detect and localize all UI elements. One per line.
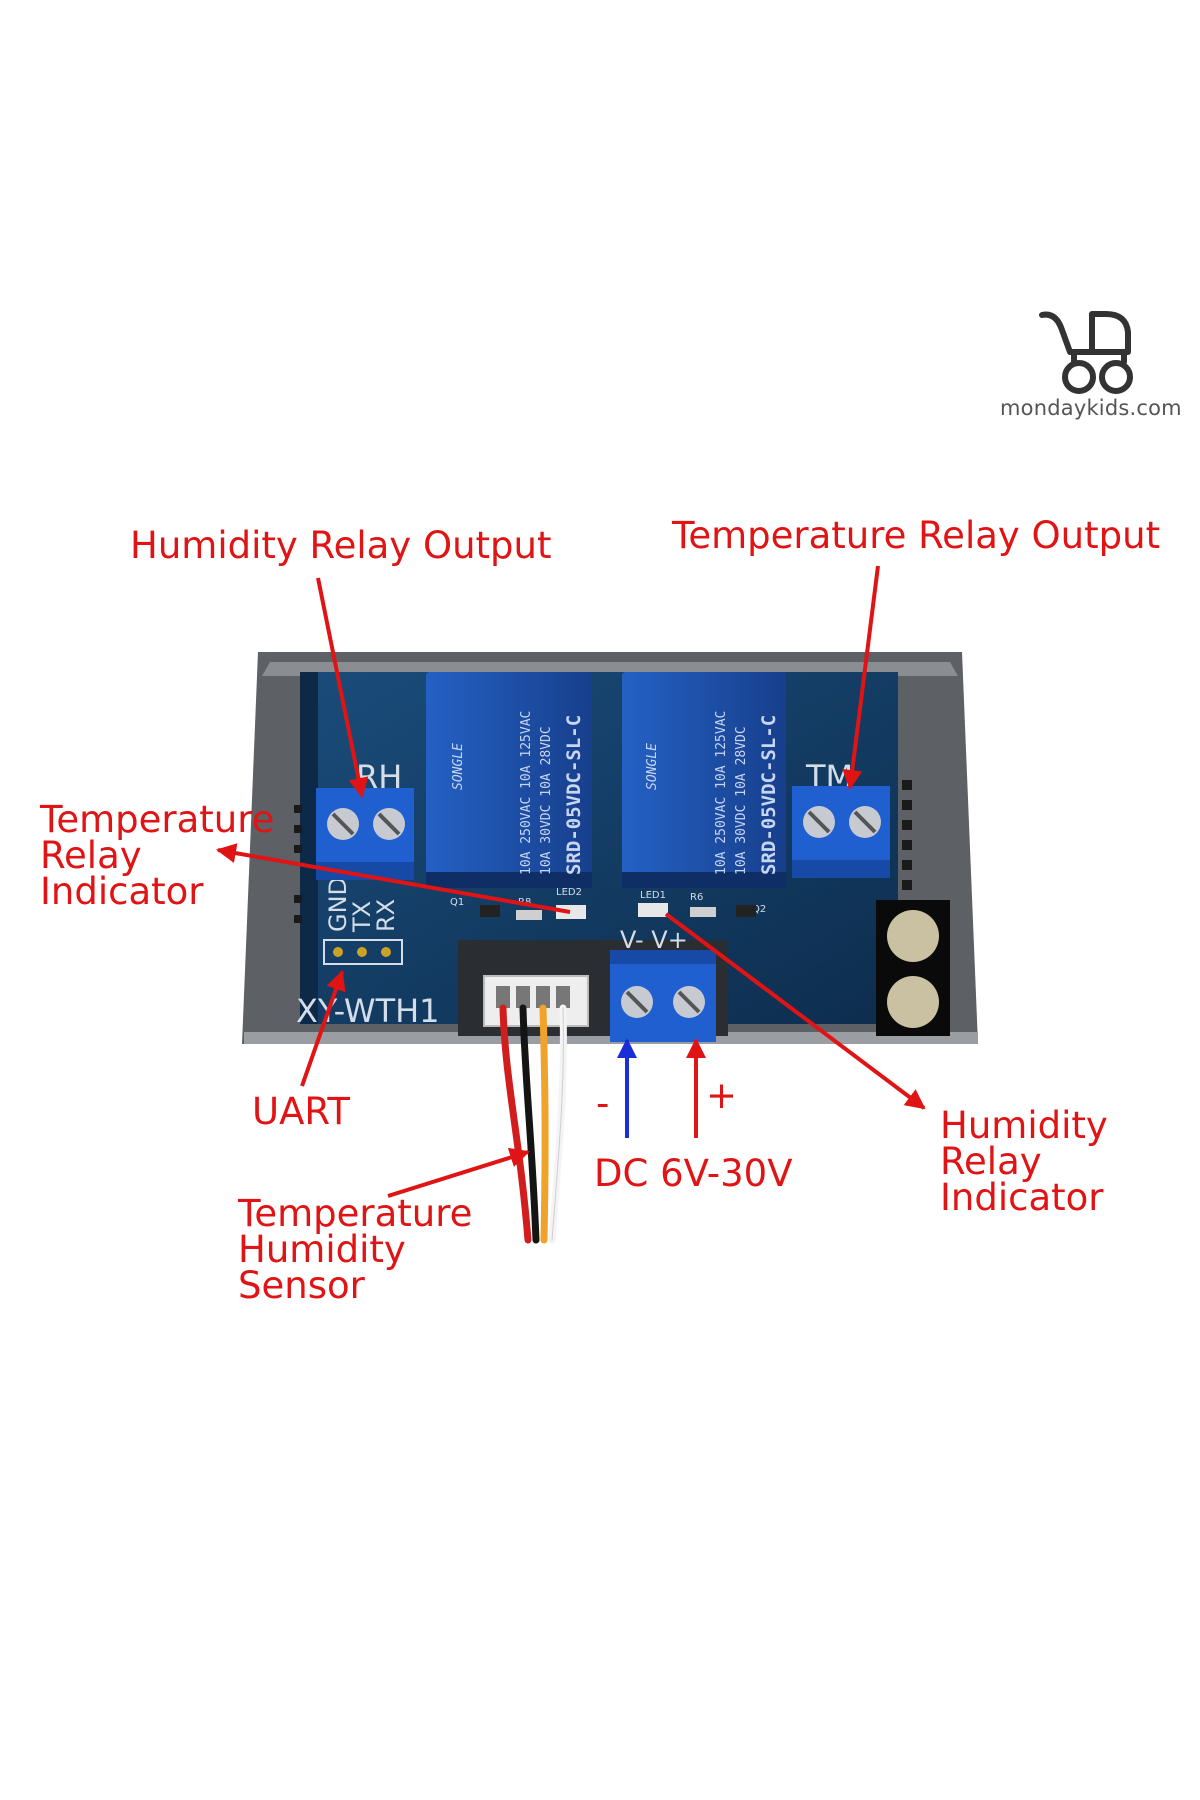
- label-temperature-relay-indicator-line-3: Indicator: [40, 870, 204, 913]
- relay-right: [622, 672, 786, 888]
- arrow-temperature-humidity-sensor: [387, 1147, 530, 1198]
- rh-terminal-block: [316, 788, 414, 880]
- label-sensor-line-3: Sensor: [238, 1264, 365, 1307]
- board-model-label: XY-WTH1: [296, 992, 440, 1030]
- label-humidity-relay-indicator-line-2: Relay: [940, 1140, 1042, 1183]
- component-led1: LED1: [640, 890, 666, 901]
- label-power-plus: +: [706, 1074, 738, 1117]
- label-humidity-relay-indicator-line-1: Humidity: [940, 1104, 1108, 1147]
- arrow-uart: [300, 970, 346, 1087]
- label-humidity-relay-indicator-line-3: Indicator: [940, 1176, 1104, 1219]
- component-q1: Q1: [450, 897, 464, 908]
- power-pins-label: V- V+: [620, 926, 688, 954]
- relay-left-rating-2: 10A 30VDC 10A 28VDC: [539, 726, 554, 875]
- relay-right-brand: SONGLE: [645, 743, 660, 790]
- label-uart: UART: [252, 1090, 351, 1133]
- tm-terminal-block: [792, 786, 890, 878]
- label-humidity-relay-indicator: Humidity Relay Indicator: [940, 1104, 1108, 1219]
- relay-left: [426, 672, 592, 888]
- label-temperature-relay-indicator: Temperature Relay Indicator: [40, 798, 275, 913]
- uart-header: [323, 939, 403, 965]
- relay-right-model: SRD-05VDC-SL-C: [758, 715, 780, 875]
- annotation-arrows: [216, 565, 926, 1198]
- relay-left-brand: SONGLE: [451, 743, 466, 790]
- relay-left-model: SRD-05VDC-SL-C: [563, 715, 585, 875]
- arrow-humidity-relay-output: [316, 577, 369, 798]
- label-power-input: DC 6V-30V: [594, 1152, 793, 1195]
- relay-left-rating-1: 10A 250VAC 10A 125VAC: [519, 711, 534, 875]
- label-temperature-relay-indicator-line-1: Temperature: [40, 798, 275, 841]
- sensor-connector: [483, 975, 589, 1027]
- label-sensor-line-2: Humidity: [238, 1228, 406, 1271]
- label-sensor-line-1: Temperature: [238, 1192, 473, 1235]
- stroller-icon: [1039, 311, 1133, 394]
- label-power-minus: -: [596, 1082, 610, 1125]
- capacitors: [876, 900, 950, 1036]
- component-led2: LED2: [556, 887, 582, 898]
- power-terminal-block: [610, 950, 716, 1042]
- label-temperature-humidity-sensor: Temperature Humidity Sensor: [238, 1192, 473, 1307]
- component-q2: Q2: [752, 904, 766, 915]
- uart-pin-rx: RX: [372, 899, 400, 932]
- uart-pin-tx: TX: [348, 901, 376, 933]
- component-r6: R6: [690, 892, 703, 903]
- sensor-wires: [499, 1004, 567, 1244]
- arrow-temperature-relay-output: [842, 565, 880, 790]
- label-temperature-relay-output: Temperature Relay Output: [672, 514, 1161, 557]
- label-temperature-relay-indicator-line-2: Relay: [40, 834, 142, 877]
- relay-right-rating-1: 10A 250VAC 10A 125VAC: [714, 711, 729, 875]
- uart-pin-gnd: GND: [324, 877, 352, 932]
- arrow-humidity-relay-indicator: [664, 912, 926, 1110]
- arrow-temperature-relay-indicator: [216, 843, 571, 914]
- smd-components: [480, 903, 756, 920]
- left-pin-header: [294, 805, 302, 923]
- brand-name: mondaykids.com: [1000, 396, 1182, 420]
- relay-right-rating-2: 10A 30VDC 10A 28VDC: [734, 726, 749, 875]
- side-pin-header: [902, 780, 912, 890]
- label-humidity-relay-output: Humidity Relay Output: [130, 524, 552, 567]
